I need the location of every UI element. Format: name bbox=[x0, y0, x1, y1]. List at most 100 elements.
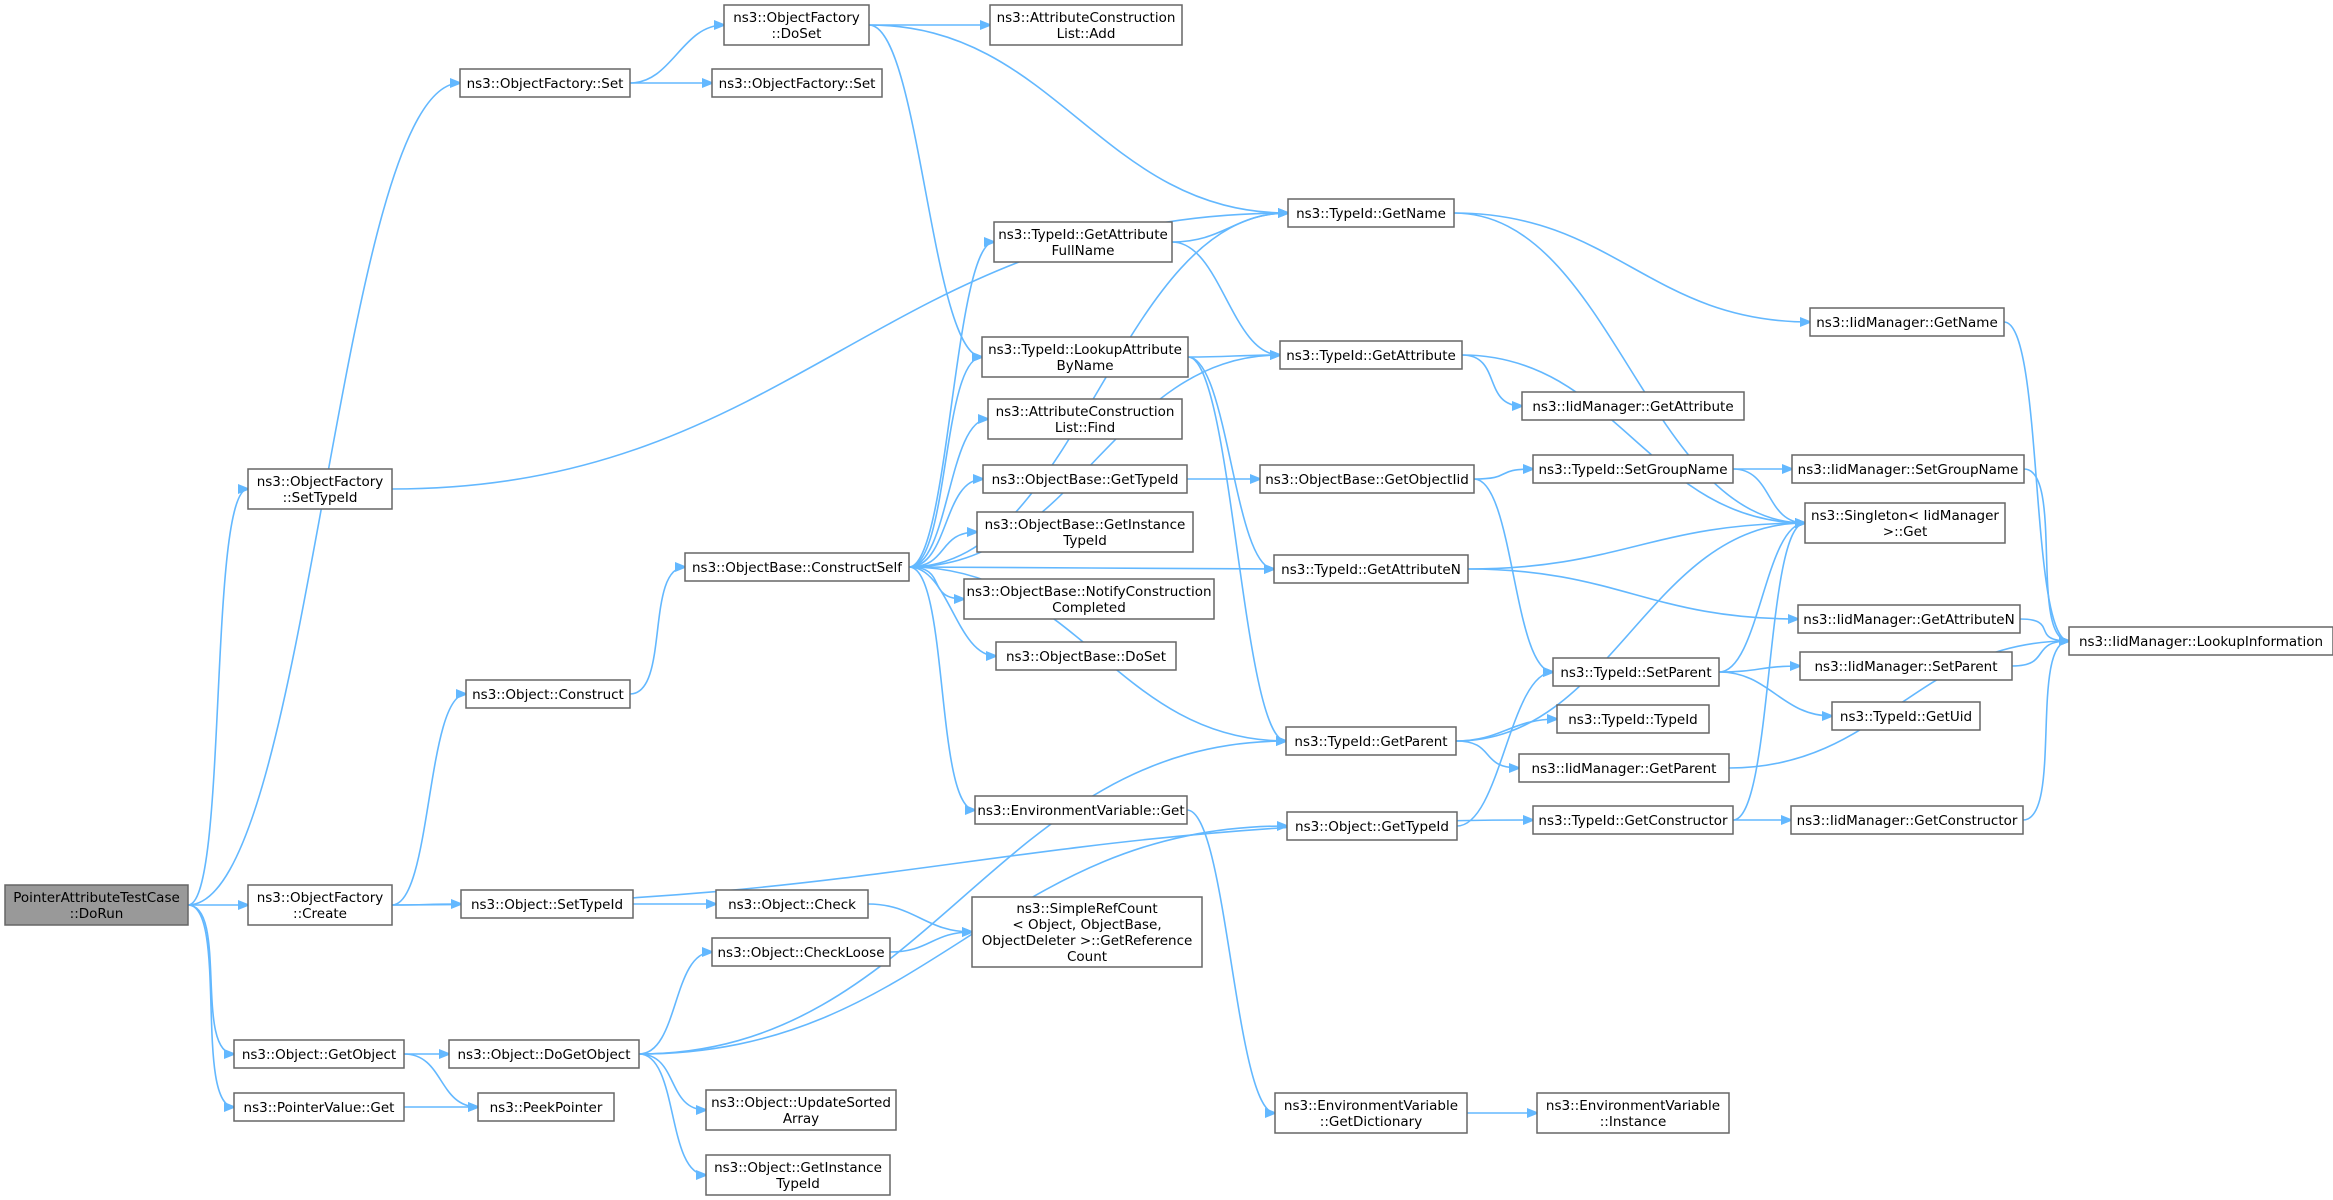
node-label: ns3::Object::SetTypeId bbox=[471, 897, 623, 913]
edge-ob-constructself-to-acl-find bbox=[908, 419, 988, 568]
node-label: ns3::Object::GetInstance bbox=[714, 1160, 882, 1176]
node-label: ns3::Object::GetTypeId bbox=[1295, 819, 1449, 835]
node-label: ns3::ObjectBase::DoSet bbox=[1006, 649, 1166, 665]
node-o-construct[interactable]: ns3::Object::Construct bbox=[465, 679, 631, 709]
node-iid-getparent[interactable]: ns3::IidManager::GetParent bbox=[1518, 753, 1730, 783]
edge-o-check-to-simplerefcount bbox=[867, 903, 972, 932]
node-iid-getname[interactable]: ns3::IidManager::GetName bbox=[1809, 307, 2005, 337]
node-o-getobject[interactable]: ns3::Object::GetObject bbox=[233, 1039, 405, 1069]
node-pv-get[interactable]: ns3::PointerValue::Get bbox=[233, 1092, 405, 1122]
node-iid-lookupinfo[interactable]: ns3::IidManager::LookupInformation bbox=[2068, 626, 2333, 656]
node-label: ns3::IidManager::GetAttributeN bbox=[1803, 612, 2014, 628]
node-peekpointer[interactable]: ns3::PeekPointer bbox=[477, 1092, 615, 1122]
node-env-getdict[interactable]: ns3::EnvironmentVariable::GetDictionary bbox=[1274, 1092, 1468, 1134]
node-label: ns3::Object::DoGetObject bbox=[457, 1047, 630, 1063]
node-label: ns3::SimpleRefCount bbox=[1016, 901, 1157, 917]
node-o-dogetobject[interactable]: ns3::Object::DoGetObject bbox=[448, 1039, 640, 1069]
node-tid-setparent[interactable]: ns3::TypeId::SetParent bbox=[1552, 657, 1720, 687]
edge-ob-constructself-to-ob-getinstancetypeid bbox=[908, 532, 977, 568]
node-box bbox=[448, 1039, 640, 1069]
node-of-set[interactable]: ns3::ObjectFactory::Set bbox=[459, 68, 631, 98]
edge-iid-setgroupname-to-iid-lookupinfo bbox=[2023, 468, 2069, 641]
node-iid-setgroupname[interactable]: ns3::IidManager::SetGroupName bbox=[1791, 454, 2025, 484]
node-of-set2[interactable]: ns3::ObjectFactory::Set bbox=[711, 68, 883, 98]
node-o-checkloose[interactable]: ns3::Object::CheckLoose bbox=[711, 937, 891, 967]
edge-of-set-to-of-doset bbox=[629, 25, 724, 84]
node-label: ns3::AttributeConstruction bbox=[997, 10, 1176, 26]
node-box bbox=[711, 68, 883, 98]
edge-o-dogetobject-to-o-gettypeid bbox=[638, 826, 1287, 1055]
node-o-check[interactable]: ns3::Object::Check bbox=[715, 889, 869, 919]
node-of-create[interactable]: ns3::ObjectFactory::Create bbox=[247, 884, 393, 926]
node-root[interactable]: PointerAttributeTestCase::DoRun bbox=[4, 884, 189, 926]
node-label: ns3::Object::Construct bbox=[472, 687, 624, 703]
node-label: ObjectDeleter >::GetReference bbox=[982, 933, 1193, 949]
edge-tid-lookupattr-to-tid-getattributen bbox=[1187, 356, 1274, 569]
node-box bbox=[993, 221, 1173, 263]
node-ob-constructself[interactable]: ns3::ObjectBase::ConstructSelf bbox=[684, 552, 910, 582]
node-label: >::Get bbox=[1883, 524, 1927, 540]
node-iid-getattributen[interactable]: ns3::IidManager::GetAttributeN bbox=[1797, 604, 2021, 634]
node-box bbox=[971, 896, 1203, 968]
node-box bbox=[1521, 391, 1745, 421]
node-o-settypeid[interactable]: ns3::Object::SetTypeId bbox=[460, 889, 634, 919]
node-o-gettypeid[interactable]: ns3::Object::GetTypeId bbox=[1286, 811, 1458, 841]
node-box bbox=[1536, 1092, 1730, 1134]
node-ob-doset[interactable]: ns3::ObjectBase::DoSet bbox=[995, 641, 1177, 671]
edge-env-get-to-env-getdict bbox=[1186, 809, 1275, 1113]
node-tid-typeid[interactable]: ns3::TypeId::TypeId bbox=[1556, 704, 1710, 734]
node-tid-getattribute[interactable]: ns3::TypeId::GetAttribute bbox=[1279, 340, 1463, 370]
edge-ob-constructself-to-ob-notify bbox=[908, 566, 964, 599]
node-box bbox=[723, 4, 870, 46]
edge-tid-setparent-to-iid-setparent bbox=[1718, 666, 1800, 673]
node-singleton-get[interactable]: ns3::Singleton< IidManager>::Get bbox=[1804, 502, 2006, 544]
edge-of-create-to-o-construct bbox=[391, 694, 466, 906]
node-box bbox=[1809, 307, 2005, 337]
node-label: ByName bbox=[1056, 358, 1113, 374]
edge-tid-getattrfullname-to-tid-getattribute bbox=[1171, 241, 1280, 355]
edge-tid-setparent-to-tid-getuid bbox=[1718, 671, 1832, 716]
node-label: ns3::AttributeConstruction bbox=[996, 404, 1175, 420]
node-label: ::GetDictionary bbox=[1320, 1114, 1422, 1130]
node-tid-getuid[interactable]: ns3::TypeId::GetUid bbox=[1831, 701, 1981, 731]
node-simplerefcount[interactable]: ns3::SimpleRefCount< Object, ObjectBase,… bbox=[971, 896, 1203, 968]
node-label: ns3::TypeId::SetGroupName bbox=[1538, 462, 1727, 478]
node-box bbox=[1259, 464, 1475, 494]
node-label: ns3::IidManager::GetName bbox=[1816, 315, 1998, 331]
node-label: ns3::ObjectFactory bbox=[257, 474, 384, 490]
node-box bbox=[1791, 454, 2025, 484]
node-box bbox=[1790, 805, 2024, 835]
node-box bbox=[1273, 554, 1469, 584]
node-box bbox=[989, 4, 1183, 46]
node-ob-notify[interactable]: ns3::ObjectBase::NotifyConstructionCompl… bbox=[963, 578, 1215, 620]
node-env-get[interactable]: ns3::EnvironmentVariable::Get bbox=[974, 795, 1188, 825]
node-label: ns3::TypeId::LookupAttribute bbox=[988, 342, 1182, 358]
node-env-instance[interactable]: ns3::EnvironmentVariable::Instance bbox=[1536, 1092, 1730, 1134]
node-iid-getattribute[interactable]: ns3::IidManager::GetAttribute bbox=[1521, 391, 1745, 421]
edge-ob-constructself-to-env-get bbox=[908, 566, 975, 810]
node-label: TypeId bbox=[775, 1176, 820, 1192]
node-of-settypeid[interactable]: ns3::ObjectFactory::SetTypeId bbox=[247, 468, 393, 510]
node-tid-getconstructor[interactable]: ns3::TypeId::GetConstructor bbox=[1532, 805, 1734, 835]
node-tid-getparent[interactable]: ns3::TypeId::GetParent bbox=[1285, 726, 1457, 756]
node-iid-setparent[interactable]: ns3::IidManager::SetParent bbox=[1799, 651, 2013, 681]
edge-of-doset-to-tid-getname bbox=[868, 24, 1288, 213]
node-ob-gettypeid[interactable]: ns3::ObjectBase::GetTypeId bbox=[982, 464, 1188, 494]
node-tid-getattributen[interactable]: ns3::TypeId::GetAttributeN bbox=[1273, 554, 1469, 584]
node-tid-getname[interactable]: ns3::TypeId::GetName bbox=[1287, 198, 1455, 228]
node-tid-setgroupname[interactable]: ns3::TypeId::SetGroupName bbox=[1532, 454, 1734, 484]
node-iid-getconstructor[interactable]: ns3::IidManager::GetConstructor bbox=[1790, 805, 2024, 835]
edge-iid-getattributen-to-iid-lookupinfo bbox=[2019, 618, 2069, 641]
edge-tid-getname-to-singleton-get bbox=[1453, 212, 1805, 523]
node-label: ::SetTypeId bbox=[283, 490, 358, 506]
node-box bbox=[976, 511, 1194, 553]
node-ob-getobjectiid[interactable]: ns3::ObjectBase::GetObjectIid bbox=[1259, 464, 1475, 494]
node-of-doset[interactable]: ns3::ObjectFactory::DoSet bbox=[723, 4, 870, 46]
